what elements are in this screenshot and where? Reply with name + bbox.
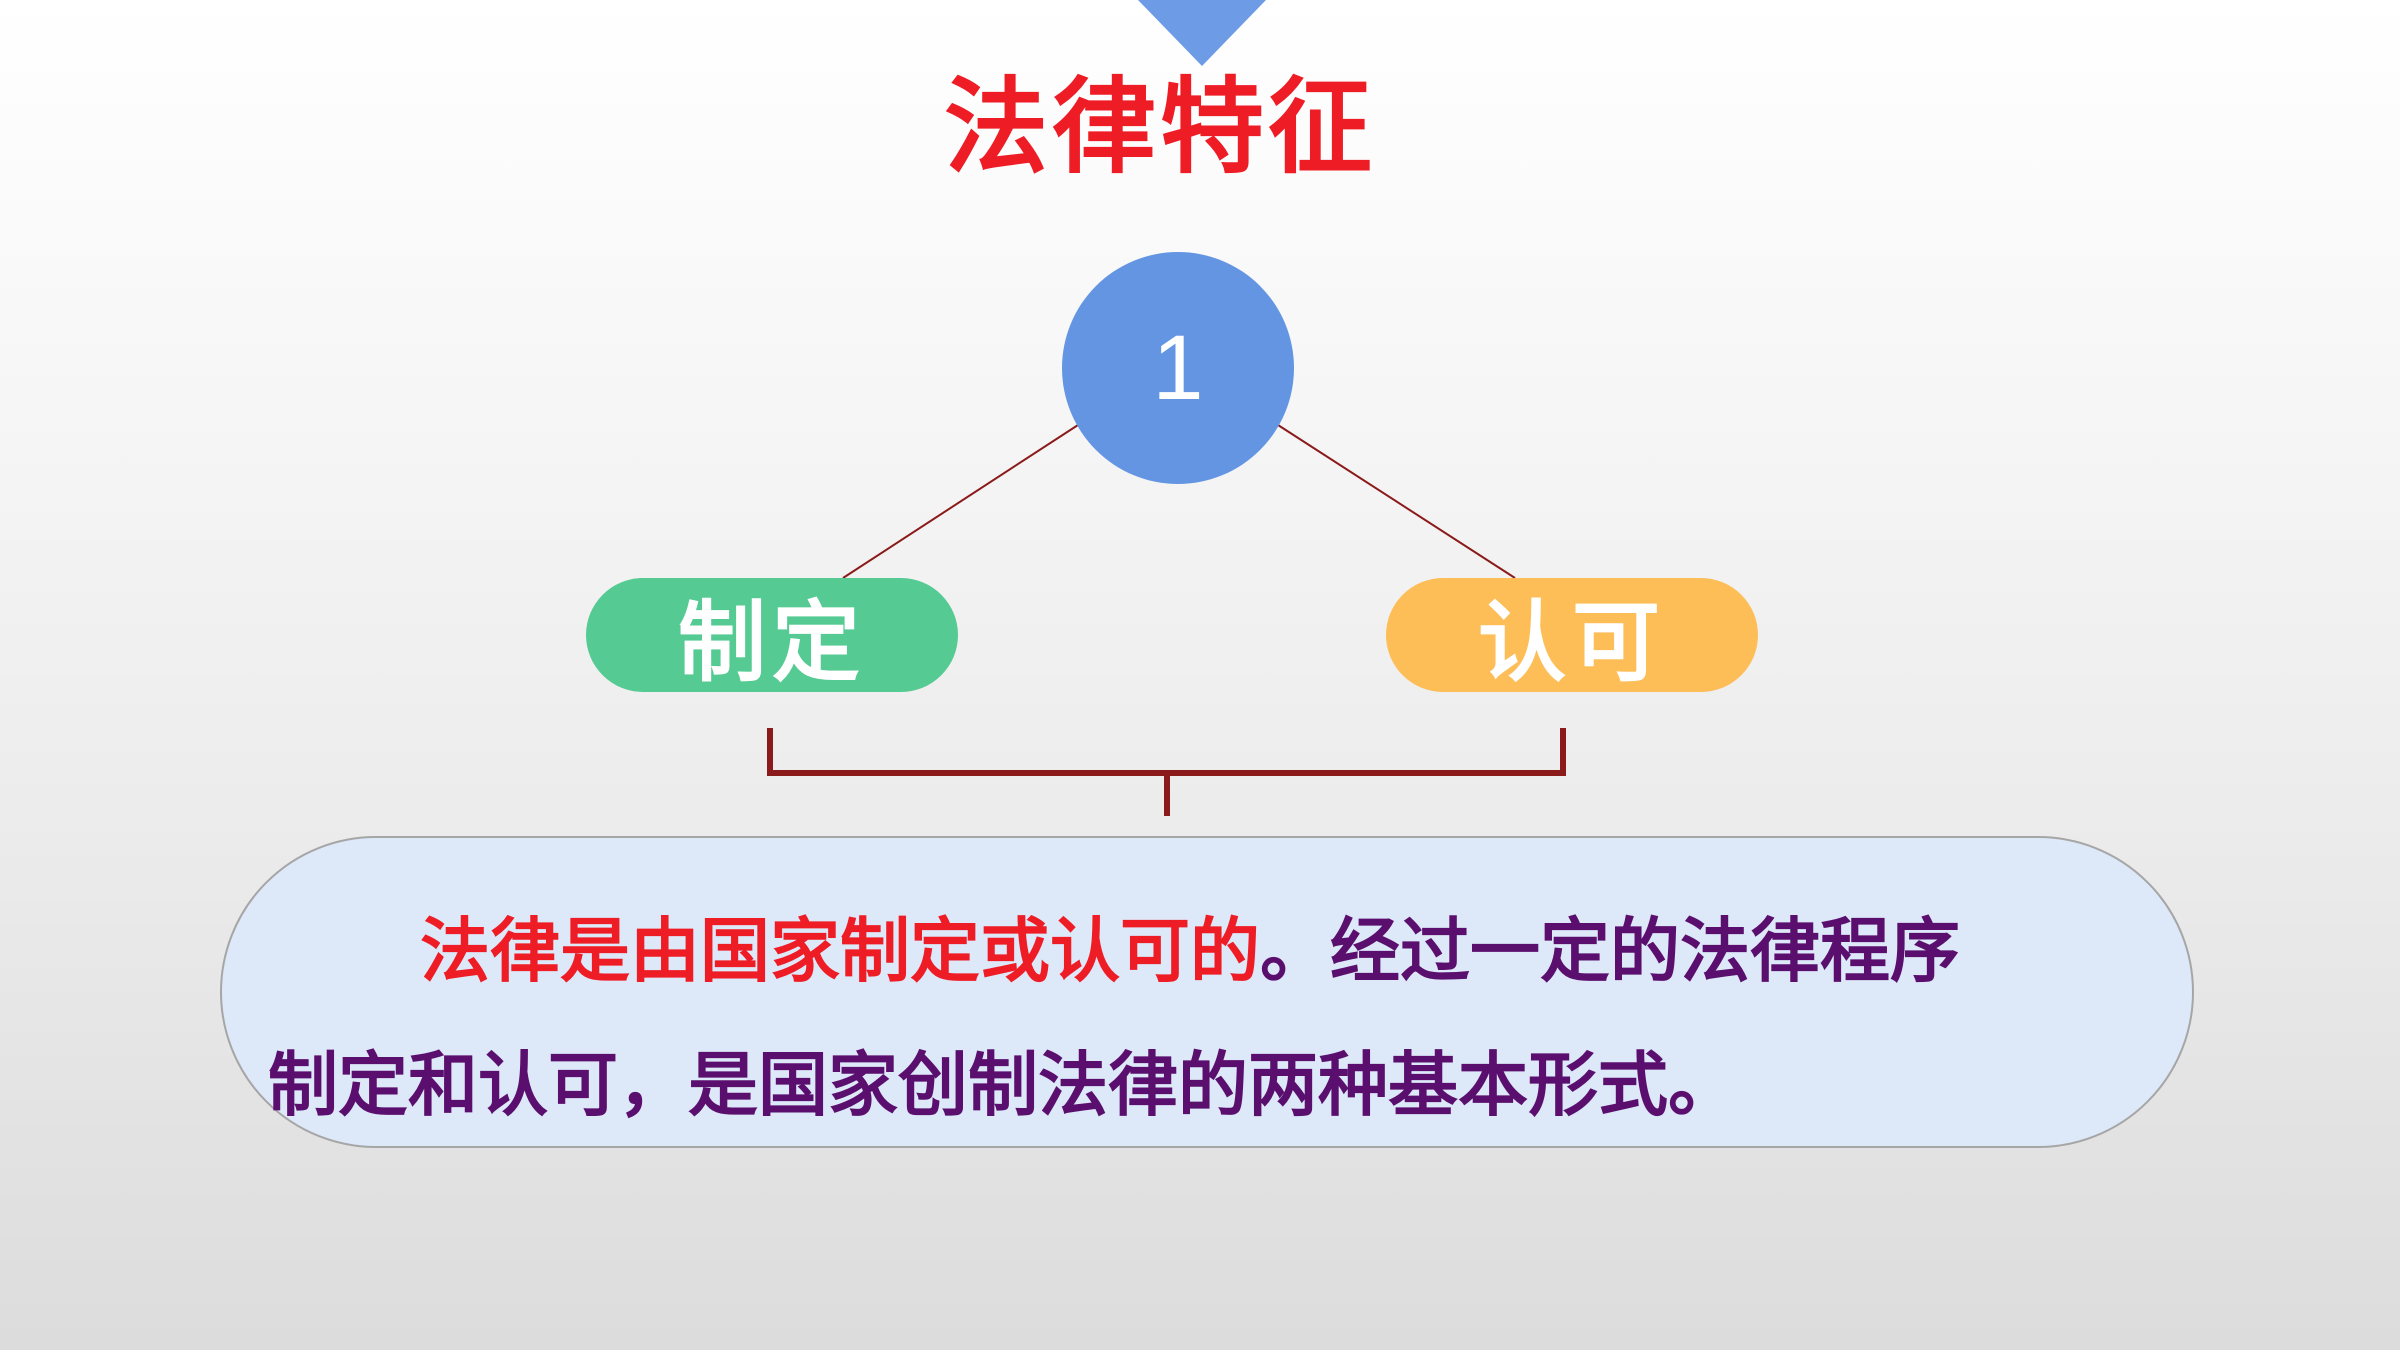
definition-bubble bbox=[220, 836, 2194, 1148]
bracket-connector bbox=[767, 728, 1566, 776]
branch-pill-zhiding: 制定 bbox=[586, 578, 958, 694]
number-node: 1 bbox=[1062, 252, 1294, 484]
branch-label-keke: 认可 bbox=[1477, 590, 1666, 694]
connector-line-right bbox=[1277, 424, 1516, 579]
connector-line-left bbox=[842, 424, 1079, 579]
definition-line-2: 制定和认可，是国家创制法律的两种基本形式。 bbox=[268, 1044, 1738, 1126]
number-node-label: 1 bbox=[1152, 316, 1204, 419]
definition-line-1: 法律是由国家制定或认可的。经过一定的法律程序 bbox=[268, 884, 2128, 1018]
branch-label-zhiding: 制定 bbox=[677, 590, 866, 694]
definition-line-1-rest: 。经过一定的法律程序 bbox=[1260, 910, 1960, 992]
definition-text: 法律是由国家制定或认可的。经过一定的法律程序 制定和认可，是国家创制法律的两种基… bbox=[268, 884, 2128, 1152]
definition-emphasis: 法律是由国家制定或认可的 bbox=[420, 910, 1260, 992]
branch-pill-keke: 认可 bbox=[1386, 578, 1758, 694]
slide-title: 法律特征 bbox=[943, 66, 1376, 188]
triangle-down-icon bbox=[1138, 0, 1266, 66]
